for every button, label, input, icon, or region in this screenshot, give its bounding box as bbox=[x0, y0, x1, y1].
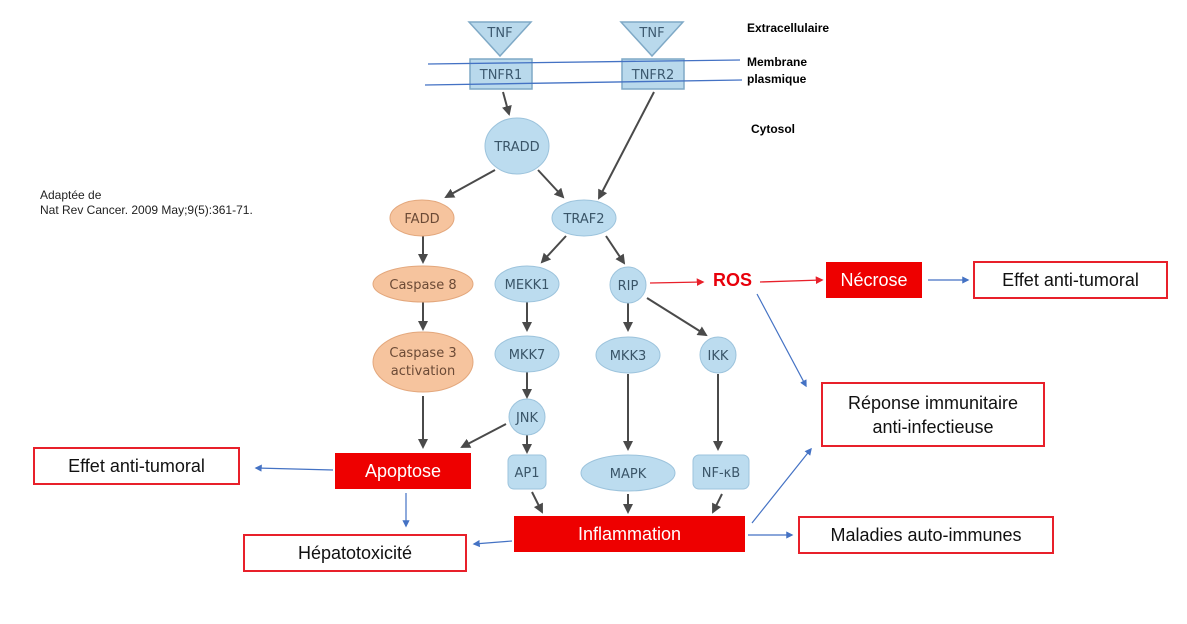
node-tradd: TRADD bbox=[484, 117, 550, 175]
inflammation-label: Inflammation bbox=[577, 524, 682, 544]
tnf-right-label: TNF bbox=[638, 26, 664, 41]
red-arrows bbox=[649, 276, 824, 287]
fadd-label: FADD bbox=[404, 212, 439, 227]
maladies-auto-immunes-box: Maladies auto-immunes bbox=[798, 516, 1054, 554]
tnfr2-label: TNFR2 bbox=[631, 68, 674, 83]
arrow-jnk-apoptose bbox=[460, 423, 507, 448]
pathway-arrows bbox=[418, 91, 723, 514]
reponse-immunitaire-box: Réponse immunitaire anti-infectieuse bbox=[821, 382, 1045, 447]
citation-line2: Nat Rev Cancer. 2009 May;9(5):361-71. bbox=[40, 203, 253, 217]
label-membrane-line2: plasmique bbox=[747, 72, 807, 86]
label-cytosol: Cytosol bbox=[751, 122, 796, 136]
arrow-tradd-traf2 bbox=[537, 169, 565, 199]
node-mapk: MAPK bbox=[580, 454, 676, 492]
tnf-left-label: TNF bbox=[486, 26, 512, 41]
node-rip: RIP bbox=[609, 266, 647, 304]
inflammation-box: Inflammation bbox=[514, 516, 745, 552]
apoptose-label: Apoptose bbox=[364, 461, 442, 481]
effet-anti-tumoral-right-box: Effet anti-tumoral bbox=[973, 261, 1168, 299]
effet-right-label: Effet anti-tumoral bbox=[1002, 270, 1139, 290]
rip-label: RIP bbox=[618, 279, 639, 294]
node-nfkb: NF-κB bbox=[692, 454, 750, 490]
membrane-line-outer bbox=[427, 59, 741, 65]
arrow-ap1-inflammation bbox=[531, 491, 543, 514]
tnf-ligand-right: TNF bbox=[619, 21, 685, 58]
mkk7-label: MKK7 bbox=[509, 348, 546, 363]
reponse-label-line2: anti-infectieuse bbox=[872, 416, 994, 437]
hepatotox-label: Hépatotoxicité bbox=[297, 543, 413, 563]
tnfr1-label: TNFR1 bbox=[479, 68, 522, 83]
caspase8-label: Caspase 8 bbox=[389, 278, 456, 293]
arrow-nfkb-inflammation bbox=[712, 493, 723, 514]
effet-left-label: Effet anti-tumoral bbox=[68, 456, 205, 476]
arrow-rip-ikk bbox=[646, 297, 708, 337]
label-membrane-line1: Membrane bbox=[747, 55, 808, 69]
label-extracellular: Extracellulaire bbox=[747, 21, 830, 35]
node-mkk7: MKK7 bbox=[494, 335, 560, 373]
caspase3-label-line2: activation bbox=[391, 364, 455, 379]
node-mkk3: MKK3 bbox=[595, 336, 661, 374]
blue-arrows bbox=[254, 276, 970, 548]
node-caspase8: Caspase 8 bbox=[372, 265, 474, 303]
traf2-label: TRAF2 bbox=[562, 212, 604, 227]
arrow-tradd-fadd bbox=[444, 169, 496, 198]
node-traf2: TRAF2 bbox=[551, 199, 617, 237]
arrow-rip-ros bbox=[649, 278, 705, 287]
reponse-label-line1: Réponse immunitaire bbox=[847, 392, 1019, 413]
arrow-ros-reponse bbox=[756, 293, 807, 388]
node-fadd: FADD bbox=[389, 199, 455, 237]
mapk-label: MAPK bbox=[610, 467, 647, 482]
receptor-tnfr2: TNFR2 bbox=[621, 58, 685, 90]
node-jnk: JNK bbox=[508, 398, 546, 436]
ros-label: ROS bbox=[713, 270, 753, 290]
arrow-traf2-mekk1 bbox=[540, 235, 567, 264]
arrow-apoptose-effet bbox=[254, 464, 334, 472]
jnk-label: JNK bbox=[515, 411, 539, 426]
arrow-tnfr1-tradd bbox=[502, 91, 512, 116]
arrow-traf2-rip bbox=[605, 235, 626, 265]
caspase3-label-line1: Caspase 3 bbox=[389, 346, 456, 361]
arrow-inflammation-reponse bbox=[751, 447, 812, 524]
arrow-tnfr2-traf2 bbox=[598, 91, 655, 200]
arrow-ros-necrose bbox=[759, 276, 824, 285]
tnf-ligand-left: TNF bbox=[467, 21, 533, 58]
node-caspase3: Caspase 3 activation bbox=[372, 331, 474, 393]
citation: Adaptée de Nat Rev Cancer. 2009 May;9(5)… bbox=[40, 188, 253, 218]
arrow-inflammation-hepatotox bbox=[472, 539, 513, 548]
apoptose-box: Apoptose bbox=[335, 453, 471, 489]
necrose-box: Nécrose bbox=[826, 262, 922, 298]
effet-anti-tumoral-left-box: Effet anti-tumoral bbox=[33, 447, 240, 485]
membrane-line-inner bbox=[424, 79, 743, 86]
maladies-label: Maladies auto-immunes bbox=[830, 525, 1022, 545]
tradd-label: TRADD bbox=[493, 140, 539, 155]
ikk-label: IKK bbox=[708, 349, 729, 364]
mkk3-label: MKK3 bbox=[610, 349, 647, 364]
nfkb-label: NF-κB bbox=[702, 466, 740, 481]
node-ap1: AP1 bbox=[507, 454, 547, 490]
node-ikk: IKK bbox=[699, 336, 737, 374]
ap1-label: AP1 bbox=[514, 466, 539, 481]
hepatotoxicite-box: Hépatotoxicité bbox=[243, 534, 467, 572]
node-mekk1: MEKK1 bbox=[494, 265, 560, 303]
citation-line1: Adaptée de bbox=[40, 188, 102, 202]
necrose-label: Nécrose bbox=[840, 270, 908, 290]
mekk1-label: MEKK1 bbox=[505, 278, 550, 293]
